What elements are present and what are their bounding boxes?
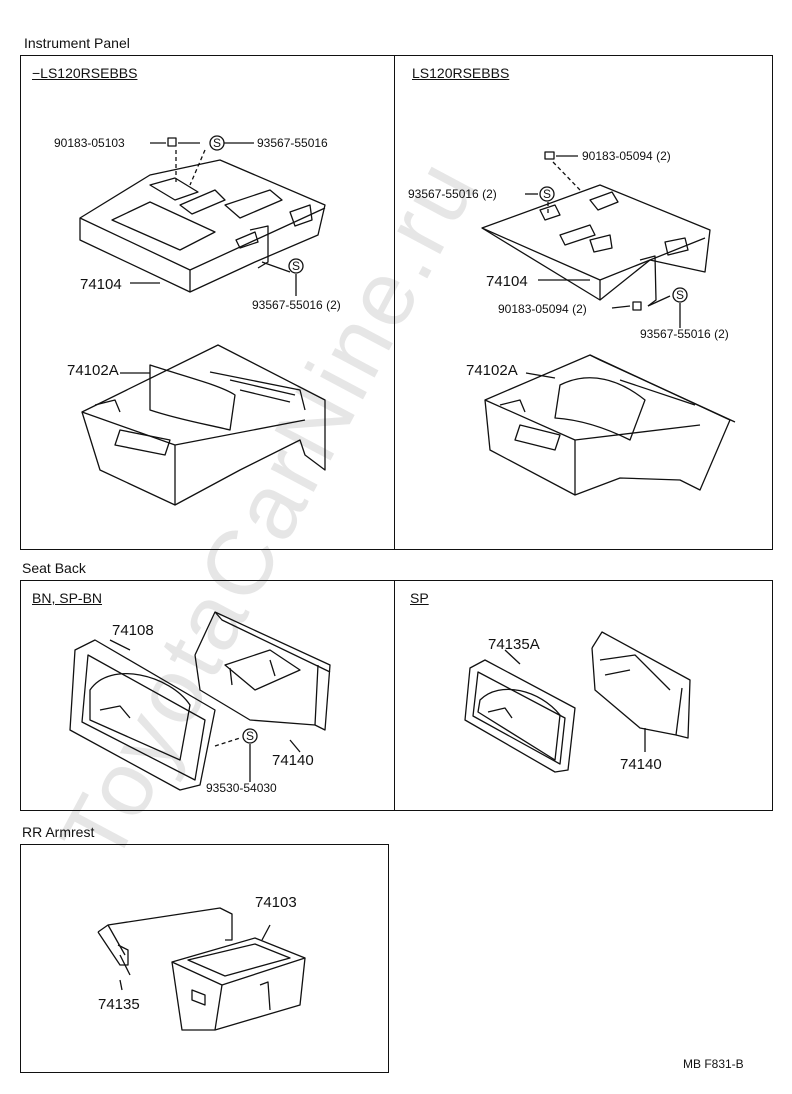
subtitle-right-instrument: LS120RSEBBS bbox=[412, 65, 510, 81]
seat-back-frame bbox=[20, 580, 773, 811]
tray-74102A-right bbox=[484, 354, 736, 496]
part-label-93567-55016: 93567-55016 bbox=[257, 136, 328, 150]
part-label-90183-05103: 90183-05103 bbox=[54, 136, 125, 150]
part-label-93567-55016-2-left: 93567-55016 (2) bbox=[252, 298, 341, 312]
lid-74104-left bbox=[79, 159, 326, 293]
part-label-93530-54030: 93530-54030 bbox=[206, 781, 277, 795]
part-label-74104-right: 74104 bbox=[486, 273, 528, 290]
screw-symbol-right-top bbox=[539, 186, 555, 202]
part-label-74140-right: 74140 bbox=[620, 756, 662, 773]
section-title-instrument-panel: Instrument Panel bbox=[24, 35, 130, 51]
subtitle-right-seat: SP bbox=[410, 590, 429, 606]
part-label-74103: 74103 bbox=[255, 894, 297, 911]
seat-back-divider bbox=[394, 580, 395, 811]
tray-74102A-left bbox=[81, 344, 326, 506]
s-symbol-right-bottom: S bbox=[676, 288, 685, 302]
part-label-90183-05094-2-top: 90183-05094 (2) bbox=[582, 149, 671, 163]
s-symbol-left-top: S bbox=[213, 136, 222, 150]
section-title-seat-back: Seat Back bbox=[22, 560, 86, 576]
s-symbol-left-bottom: S bbox=[292, 259, 301, 273]
instrument-panel-frame bbox=[20, 55, 773, 550]
screw-symbol-seat-left bbox=[242, 728, 258, 744]
part-label-74135A: 74135A bbox=[488, 636, 540, 653]
part-label-74102A-right: 74102A bbox=[466, 362, 518, 379]
part-label-74135: 74135 bbox=[98, 996, 140, 1013]
figure-code: MB F831-B bbox=[683, 1057, 744, 1071]
nut-90183-05094-top bbox=[544, 151, 555, 160]
holder-74140-right bbox=[591, 631, 691, 739]
ashtray-74108 bbox=[69, 639, 216, 791]
bracket-74135 bbox=[97, 907, 233, 976]
section-title-rr-armrest: RR Armrest bbox=[22, 824, 95, 840]
s-symbol-seat-left: S bbox=[246, 729, 255, 743]
subtitle-left-instrument: −LS120RSEBBS bbox=[32, 65, 138, 81]
nut-90183-05103 bbox=[167, 137, 177, 147]
part-label-90183-05094-2-bottom: 90183-05094 (2) bbox=[498, 302, 587, 316]
nut-90183-05094-bottom bbox=[632, 301, 642, 311]
part-label-74104-left: 74104 bbox=[80, 276, 122, 293]
holder-74140-left bbox=[194, 611, 331, 731]
armrest-frame bbox=[20, 844, 389, 1073]
screw-symbol-right-bottom bbox=[672, 287, 688, 303]
s-symbol-right-top: S bbox=[543, 187, 552, 201]
lid-74104-right bbox=[481, 184, 711, 307]
part-label-74140-left: 74140 bbox=[272, 752, 314, 769]
screw-symbol-left-bottom bbox=[288, 258, 304, 274]
subtitle-left-seat: BN, SP-BN bbox=[32, 590, 103, 606]
part-label-93567-55016-2-right-bottom: 93567-55016 (2) bbox=[640, 327, 729, 341]
part-label-74102A-left: 74102A bbox=[67, 362, 119, 379]
ashtray-74135A bbox=[464, 659, 576, 773]
box-74103 bbox=[171, 937, 306, 1031]
instrument-divider bbox=[394, 55, 395, 550]
part-label-93567-55016-2-right-top: 93567-55016 (2) bbox=[408, 187, 497, 201]
part-label-74108: 74108 bbox=[112, 622, 154, 639]
